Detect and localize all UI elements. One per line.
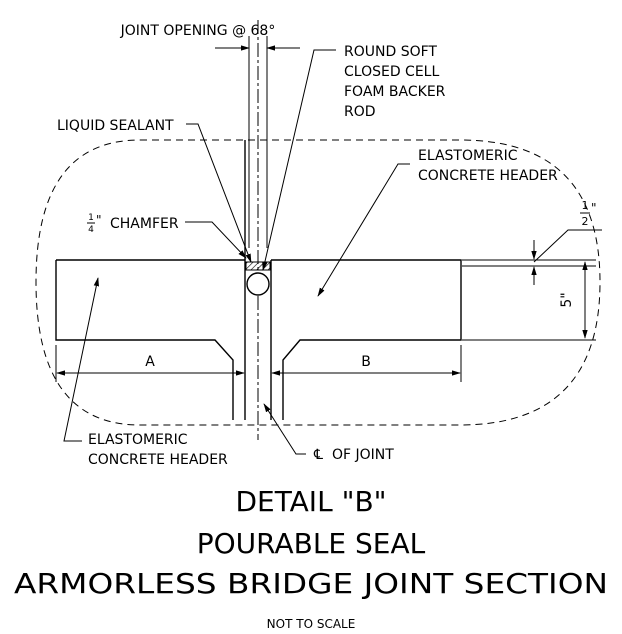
left-concrete-header bbox=[55, 259, 246, 420]
liquid-sealant-label: LIQUID SEALANT bbox=[57, 118, 174, 134]
backer-rod-label-4: ROD bbox=[344, 104, 376, 120]
joint-opening-label: JOINT OPENING @ 68° bbox=[120, 23, 276, 39]
five-inch-label: 5" bbox=[559, 292, 575, 307]
half-inch-leader bbox=[533, 229, 602, 263]
title-line-2: POURABLE SEAL bbox=[197, 527, 426, 560]
backer-rod-label-1: ROUND SOFT bbox=[344, 44, 437, 60]
title-line-3: ARMORLESS BRIDGE JOINT SECTION bbox=[14, 567, 608, 600]
backer-rod-leader bbox=[262, 49, 336, 271]
header-top-label-1: ELASTOMERIC bbox=[418, 148, 518, 164]
half-inch-den: 2 bbox=[582, 215, 589, 228]
right-concrete-header bbox=[270, 259, 462, 420]
header-bottom-label-2: CONCRETE HEADER bbox=[88, 452, 228, 468]
centerline-symbol: ℄ bbox=[313, 447, 323, 463]
dim-b-label: B bbox=[361, 354, 371, 370]
title-line-1: DETAIL "B" bbox=[235, 485, 386, 518]
liquid-sealant-leader bbox=[186, 123, 252, 263]
chamfer-leader bbox=[185, 221, 247, 259]
header-top-leader bbox=[317, 163, 410, 297]
chamfer-fraction-den: 4 bbox=[88, 225, 94, 235]
detail-boundary-dashed bbox=[35, 139, 601, 426]
chamfer-label: CHAMFER bbox=[110, 216, 179, 232]
chamfer-fraction-num: 1 bbox=[88, 213, 94, 223]
centerline-leader bbox=[263, 403, 306, 455]
backer-rod-label-2: CLOSED CELL bbox=[344, 64, 439, 80]
header-top-label-2: CONCRETE HEADER bbox=[418, 168, 558, 184]
of-joint-label: OF JOINT bbox=[332, 447, 394, 463]
chamfer-unit: " bbox=[96, 213, 102, 227]
liquid-sealant-hatch bbox=[245, 261, 271, 271]
dim-a-label: A bbox=[145, 354, 155, 370]
scale-note: NOT TO SCALE bbox=[267, 617, 356, 631]
header-bottom-leader bbox=[63, 277, 99, 442]
header-bottom-label-1: ELASTOMERIC bbox=[88, 432, 188, 448]
half-inch-num: 1 bbox=[582, 199, 589, 212]
half-inch-unit: " bbox=[591, 201, 597, 215]
backer-rod-label-3: FOAM BACKER bbox=[344, 84, 446, 100]
foam-backer-rod bbox=[246, 272, 270, 296]
